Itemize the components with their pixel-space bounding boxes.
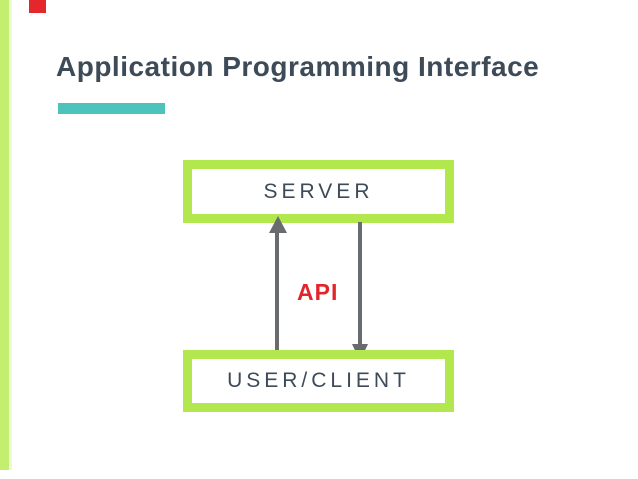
api-label: API xyxy=(297,279,339,305)
user-client-box-label: USER/CLIENT xyxy=(227,369,410,392)
arrow-client-to-server xyxy=(275,230,279,355)
server-box: SERVER xyxy=(183,160,454,223)
red-accent-marker xyxy=(29,0,46,13)
server-box-label: SERVER xyxy=(263,179,374,203)
left-accent-bar-highlight xyxy=(9,0,12,470)
arrow-server-to-client xyxy=(358,222,362,346)
user-client-box: USER/CLIENT xyxy=(183,350,454,412)
left-accent-bar xyxy=(0,0,9,470)
title-accent-underline xyxy=(58,103,165,114)
slide-title: Application Programming Interface xyxy=(56,51,540,82)
arrow-up-head-icon xyxy=(269,216,287,233)
